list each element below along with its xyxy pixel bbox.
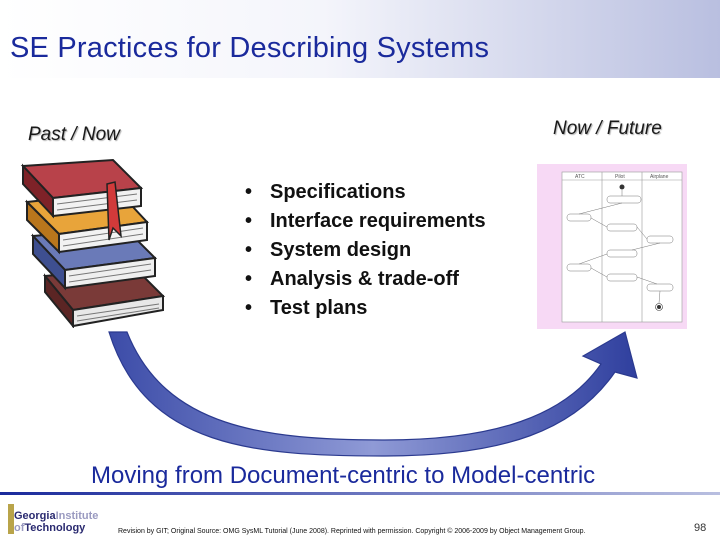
logo-mark-icon <box>8 504 14 534</box>
lane-label: Pilot <box>615 174 625 180</box>
sysml-diagram-thumbnail: ATC Pilot Airplane <box>537 164 687 329</box>
list-item: •Interface requirements <box>245 210 486 232</box>
list-item: •Specifications <box>245 181 406 203</box>
title-band <box>0 0 720 78</box>
page-number: 98 <box>694 522 707 534</box>
lane-label: ATC <box>575 174 585 180</box>
georgia-tech-logo: GeorgiaInstitute ofTechnology <box>6 500 116 534</box>
past-now-label: Past / Now <box>28 124 120 145</box>
slide-title: SE Practices for Describing Systems <box>10 32 490 64</box>
now-future-label: Now / Future <box>553 118 662 139</box>
logo-text: GeorgiaInstitute ofTechnology <box>14 510 99 534</box>
bottom-caption: Moving from Document-centric to Model-ce… <box>91 462 596 489</box>
list-item: •Test plans <box>245 297 368 319</box>
bullet-list: •Specifications •Interface requirements … <box>245 178 486 323</box>
copyright-footnote: Revision by GIT; Original Source: OMG Sy… <box>118 528 586 535</box>
footer-divider <box>0 492 720 495</box>
curved-arrow-icon <box>108 331 638 457</box>
activity-diagram: ATC Pilot Airplane <box>561 171 683 323</box>
lane-label: Airplane <box>650 174 669 180</box>
footer: GeorgiaInstitute ofTechnology Revision b… <box>0 492 720 540</box>
list-item: •System design <box>245 239 412 261</box>
books-icon <box>20 158 165 328</box>
list-item: •Analysis & trade-off <box>245 268 459 290</box>
